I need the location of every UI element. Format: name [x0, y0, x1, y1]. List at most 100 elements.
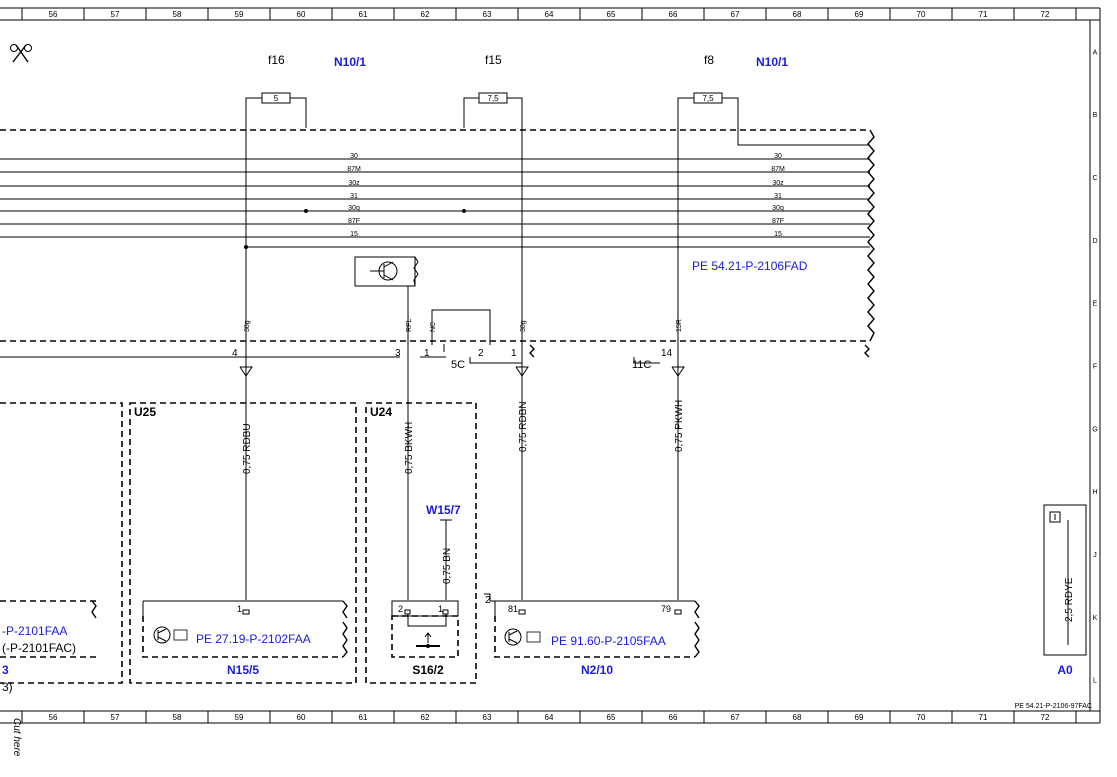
- row-label: K: [1093, 615, 1098, 622]
- row-label: L: [1093, 678, 1097, 685]
- n15-5-ref[interactable]: PE 27.19-P-2102FAA: [196, 632, 311, 646]
- connector-11c: 11C: [632, 359, 651, 371]
- ground-w15-7: W15/7: [426, 503, 461, 517]
- pin-2: 2: [478, 348, 484, 359]
- s16-2-pin1: 2: [398, 604, 403, 614]
- fuse-f8-label: f8: [704, 53, 714, 67]
- n2-10-ref[interactable]: PE 91.60-P-2105FAA: [551, 634, 666, 648]
- wire-spec-w4: 0,75 RDBN: [518, 401, 529, 452]
- n2-10-pin2: 79: [661, 604, 671, 614]
- tag-w2: RFL: [406, 319, 413, 332]
- pin-4: 4: [232, 348, 238, 359]
- column-label: 60: [297, 10, 306, 19]
- wires: [0, 98, 679, 600]
- column-label: 56: [49, 713, 58, 722]
- column-label: 58: [173, 713, 182, 722]
- document-id: PE 54.21-P-2106-97FAC: [1015, 703, 1092, 710]
- tag-w1: 30g: [244, 320, 251, 332]
- bus-line-label: 87M: [347, 166, 361, 173]
- left-ref-4: 3): [2, 680, 13, 694]
- left-ref-3: 3: [2, 663, 9, 677]
- column-label: 59: [235, 713, 244, 722]
- pin-1a: 1: [424, 348, 430, 359]
- bus-line-label: 30z: [348, 180, 360, 187]
- column-label: 66: [669, 10, 678, 19]
- bus-line-label: 31: [350, 193, 358, 200]
- bus-line-label: 87F: [772, 218, 784, 225]
- row-label: H: [1092, 489, 1097, 496]
- pin-3: 3: [395, 348, 401, 359]
- column-label: 63: [483, 10, 492, 19]
- f8-output-wire: [737, 128, 870, 146]
- fuse-f8: 7,5: [677, 92, 739, 128]
- bus-line-label: 30: [774, 153, 782, 160]
- wire-spec-w5: 0,75 PKWH: [674, 400, 685, 452]
- fuse-f15-rating: 7,5: [487, 94, 499, 103]
- column-label: 69: [855, 713, 864, 722]
- column-label: 60: [297, 713, 306, 722]
- junction-dots: [244, 209, 466, 249]
- transistor-symbol-box: [354, 256, 419, 287]
- module-n10-1-label-left: N10/1: [334, 55, 366, 69]
- row-label: E: [1093, 301, 1098, 308]
- left-ref-1[interactable]: -P-2101FAA: [2, 624, 67, 638]
- module-n10-1-label-right: N10/1: [756, 55, 788, 69]
- left-partial-module: [0, 600, 97, 658]
- column-label: 56: [49, 10, 58, 19]
- column-label: 70: [917, 713, 926, 722]
- column-label: 71: [979, 10, 988, 19]
- column-label: 64: [545, 10, 554, 19]
- module-s16-2: [391, 600, 459, 658]
- group-u24: U24: [370, 405, 392, 419]
- group-outlines: [0, 402, 477, 684]
- column-label: 66: [669, 713, 678, 722]
- group-u25: U25: [134, 405, 156, 419]
- column-label: 57: [111, 10, 120, 19]
- info-name: A0: [1057, 663, 1073, 677]
- bus-line-label: 31: [774, 193, 782, 200]
- wire-spec-w2: 0,75 BKWH: [404, 422, 415, 474]
- tag-w4: 30g: [520, 320, 527, 332]
- fuse-f8-rating: 7,5: [702, 94, 714, 103]
- n15-5-pin: 1: [237, 604, 242, 614]
- row-label: B: [1093, 112, 1098, 119]
- row-label: D: [1092, 238, 1097, 245]
- column-label: 64: [545, 713, 554, 722]
- bus-line-label: 30z: [772, 180, 784, 187]
- column-label: 58: [173, 10, 182, 19]
- info-wire-spec: 2,5 RDYE: [1064, 577, 1075, 622]
- fuse-f15-label: f15: [485, 53, 502, 67]
- left-ref-2: (-P-2101FAC): [2, 641, 76, 655]
- fuse-box-outline: [0, 129, 875, 342]
- n15-5-name: N15/5: [227, 663, 259, 677]
- connector-break-2: [864, 344, 870, 358]
- column-label: 65: [607, 713, 616, 722]
- column-label: 59: [235, 10, 244, 19]
- column-label: 61: [359, 713, 368, 722]
- connector-break-1: [529, 344, 535, 358]
- column-label: 71: [979, 713, 988, 722]
- cut-here-label: Cut here: [11, 718, 22, 757]
- row-label: C: [1092, 175, 1097, 182]
- wire-spec-w1: 0,75 RDBU: [242, 423, 253, 474]
- tag-w3: NC: [430, 322, 437, 332]
- column-label: 70: [917, 10, 926, 19]
- column-label: 57: [111, 713, 120, 722]
- bus-line-label: 30g: [348, 205, 360, 212]
- column-label: 62: [421, 713, 430, 722]
- column-label: 62: [421, 10, 430, 19]
- fuse-f16: 5: [245, 92, 307, 128]
- ref-link-top[interactable]: PE 54.21-P-2106FAD: [692, 259, 808, 273]
- bus-line-label: 30g: [772, 205, 784, 212]
- column-label: 67: [731, 10, 740, 19]
- pin-14: 14: [661, 348, 673, 359]
- pin-1b: 1: [511, 348, 517, 359]
- fuse-f16-label: f16: [268, 53, 285, 67]
- row-label: J: [1093, 552, 1097, 559]
- fuse-f16-rating: 5: [274, 94, 279, 103]
- column-label: 69: [855, 10, 864, 19]
